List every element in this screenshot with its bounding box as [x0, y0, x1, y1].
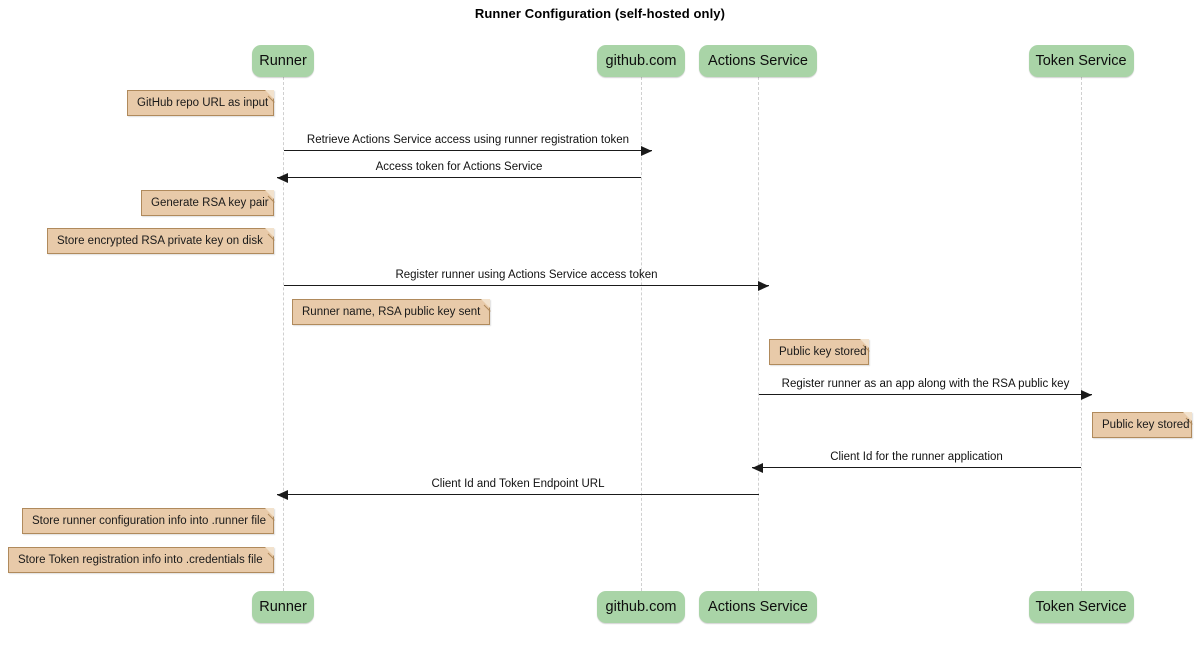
participant-actions-top[interactable]: Actions Service [699, 45, 817, 77]
arrowhead-left [277, 489, 288, 500]
note-fold-corner-icon [265, 508, 274, 517]
note-note-5[interactable]: Public key stored [769, 339, 876, 365]
participant-label: Actions Service [708, 599, 808, 615]
note-fold-corner-icon [860, 339, 869, 348]
participant-label: Token Service [1035, 599, 1127, 615]
lifeline-token [1081, 77, 1082, 591]
participant-github-bottom[interactable]: github.com [597, 591, 685, 623]
participant-label: Runner [259, 53, 307, 69]
note-note-1[interactable]: GitHub repo URL as input [127, 90, 281, 116]
participant-label: github.com [605, 53, 677, 69]
participant-label: Runner [259, 599, 307, 615]
participant-token-bottom[interactable]: Token Service [1028, 591, 1134, 623]
note-note-4[interactable]: Runner name, RSA public key sent [292, 299, 497, 325]
note-note-7[interactable]: Store runner configuration info into .ru… [22, 508, 281, 534]
note-label: Store encrypted RSA private key on disk [57, 235, 263, 247]
arrowhead-right [641, 145, 652, 156]
note-label: Public key stored [1102, 419, 1190, 431]
note-fold-corner-icon [265, 190, 274, 199]
message-line [752, 467, 1081, 468]
message-label: Retrieve Actions Service access using ru… [306, 134, 630, 146]
note-label: Public key stored [779, 346, 867, 358]
message-line [284, 285, 769, 286]
message-label: Register runner as an app along with the… [781, 378, 1070, 390]
page-title: Runner Configuration (self-hosted only) [474, 6, 726, 21]
participant-token-top[interactable]: Token Service [1028, 45, 1134, 77]
note-fold-corner-icon [1183, 412, 1192, 421]
lifeline-actions [758, 77, 759, 591]
note-note-8[interactable]: Store Token registration info into .cred… [8, 547, 281, 573]
arrowhead-left [277, 172, 288, 183]
message-label: Client Id and Token Endpoint URL [431, 478, 605, 490]
participant-label: github.com [605, 599, 677, 615]
arrowhead-right [758, 280, 769, 291]
message-line [277, 494, 759, 495]
message-line [759, 394, 1092, 395]
note-note-2[interactable]: Generate RSA key pair [141, 190, 281, 216]
arrowhead-right [1081, 389, 1092, 400]
participant-runner-top[interactable]: Runner [252, 45, 314, 77]
participant-actions-bottom[interactable]: Actions Service [699, 591, 817, 623]
note-label: Runner name, RSA public key sent [302, 306, 481, 318]
note-fold-corner-icon [265, 228, 274, 237]
lifeline-runner [283, 77, 284, 591]
message-line [277, 177, 641, 178]
participant-label: Actions Service [708, 53, 808, 69]
note-label: GitHub repo URL as input [137, 97, 269, 109]
message-label: Client Id for the runner application [830, 451, 1003, 463]
note-fold-corner-icon [265, 90, 274, 99]
note-label: Store runner configuration info into .ru… [32, 515, 266, 527]
message-label: Register runner using Actions Service ac… [395, 269, 658, 281]
note-note-6[interactable]: Public key stored [1092, 412, 1199, 438]
note-label: Store Token registration info into .cred… [18, 554, 263, 566]
participant-github-top[interactable]: github.com [597, 45, 685, 77]
participant-runner-bottom[interactable]: Runner [252, 591, 314, 623]
lifeline-github [641, 77, 642, 591]
arrowhead-left [752, 462, 763, 473]
participant-label: Token Service [1035, 53, 1127, 69]
note-label: Generate RSA key pair [151, 197, 269, 209]
note-fold-corner-icon [265, 547, 274, 556]
note-fold-corner-icon [481, 299, 490, 308]
note-note-3[interactable]: Store encrypted RSA private key on disk [47, 228, 281, 254]
message-line [284, 150, 652, 151]
message-label: Access token for Actions Service [375, 161, 543, 173]
